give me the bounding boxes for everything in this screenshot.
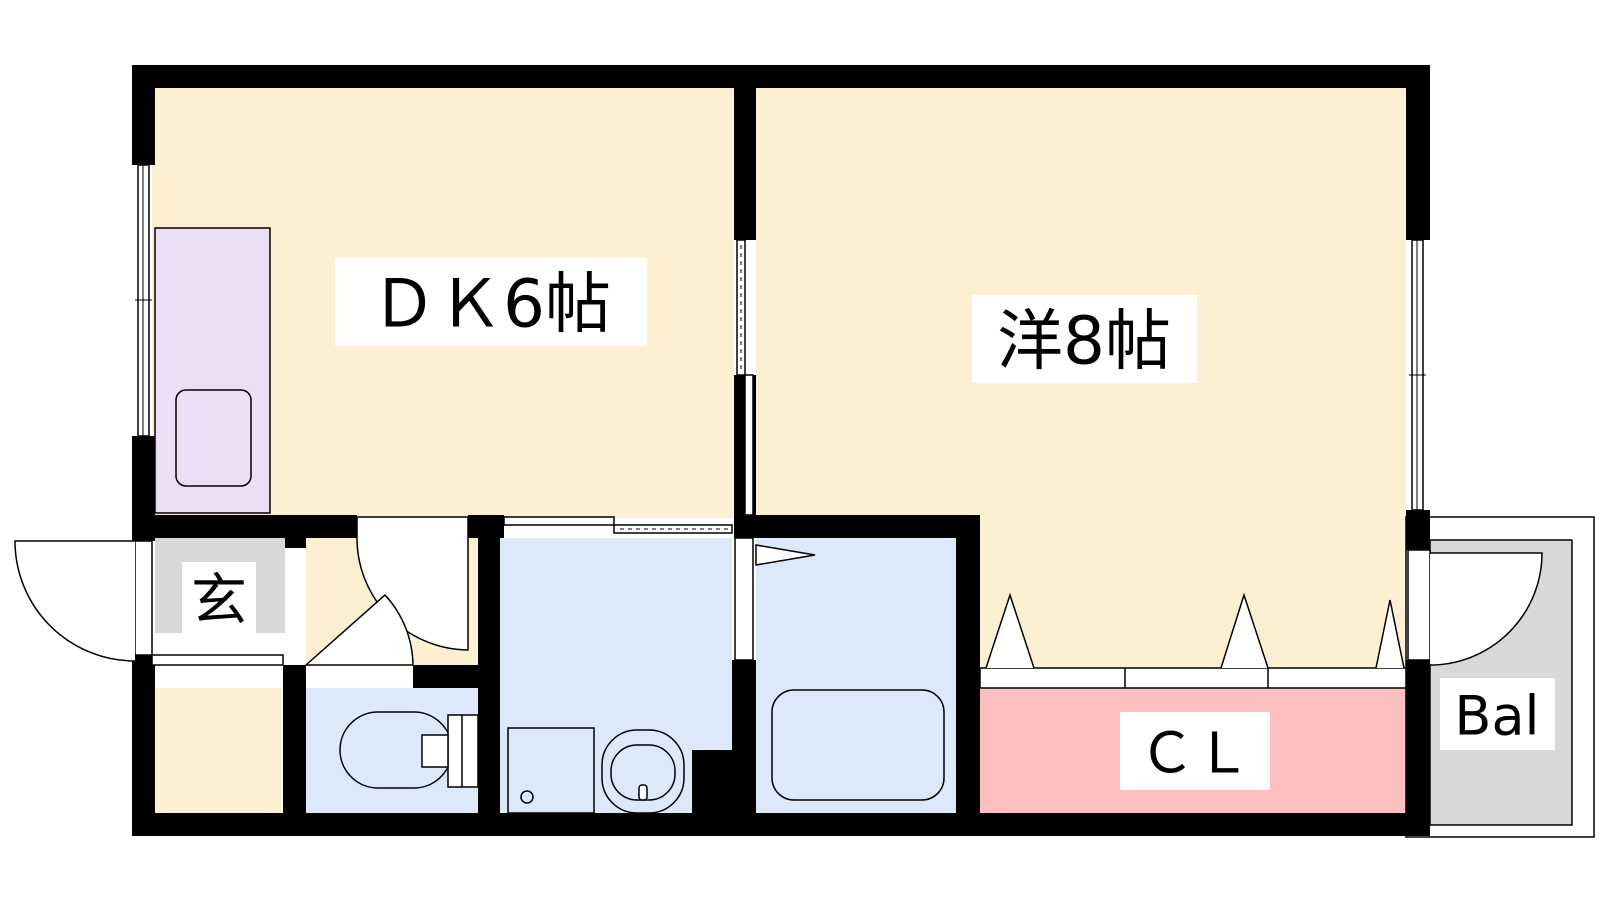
wall-toilet-west — [283, 665, 306, 836]
wall-top — [132, 65, 1430, 88]
wall-right-mid — [1406, 510, 1430, 550]
balcony-label: Bal — [1454, 685, 1539, 748]
hall-floor — [152, 688, 282, 813]
wall-left-lower — [132, 655, 155, 836]
wall-bottom — [132, 813, 1430, 836]
wall-dk-south-left — [132, 515, 357, 538]
wall-bath-east — [956, 515, 980, 836]
bathtub-icon — [771, 689, 945, 801]
wall-left-upper — [132, 65, 155, 165]
entrance-label: 玄 — [191, 569, 247, 634]
kitchen-counter — [154, 227, 271, 514]
bathroom-floor — [756, 538, 956, 813]
closet-label: ＣＬ — [1139, 722, 1251, 787]
wall-dk-western-upper — [734, 65, 756, 240]
toilet-icon — [339, 711, 479, 789]
western-room-label: 洋8帖 — [997, 303, 1171, 380]
wall-entrance-east — [285, 538, 306, 548]
wall-left-mid — [132, 436, 155, 541]
wall-corridor-east — [478, 515, 500, 836]
door-frame-balcony — [1407, 549, 1431, 661]
bath-door-marker — [755, 544, 816, 566]
closet-door-2 — [1220, 592, 1269, 669]
washing-machine-space — [507, 727, 595, 814]
dk-label-bg — [335, 258, 647, 346]
closet-door-track — [979, 667, 1407, 689]
western-room-label-bg — [972, 295, 1197, 383]
kitchen-sink-icon — [175, 389, 252, 487]
window-left — [135, 164, 152, 437]
sliding-door-dk-western — [736, 239, 754, 516]
closet-door-3 — [1375, 599, 1405, 669]
closet-label-bg — [1120, 712, 1270, 790]
toilet-door-swing — [304, 593, 414, 666]
entrance-label-bg — [182, 562, 256, 636]
wall-right-lower — [1406, 660, 1430, 836]
wall-bath-north — [734, 515, 980, 538]
entrance-door-swing — [14, 540, 136, 662]
balcony-label-bg — [1440, 678, 1555, 750]
door-frame-bath — [734, 537, 754, 661]
wash-basin-icon — [601, 729, 685, 814]
balcony-door-swing — [1429, 552, 1543, 666]
wall-toilet-north-right — [413, 665, 478, 688]
sliding-door-washroom — [503, 516, 733, 534]
dk-label: ＤＫ6帖 — [371, 266, 611, 343]
wall-entrance-south — [151, 654, 284, 666]
closet-door-1 — [985, 592, 1035, 669]
drain-icon — [520, 790, 534, 804]
wall-right-upper — [1406, 65, 1430, 240]
window-right — [1409, 239, 1426, 511]
wall-wash-east — [732, 660, 756, 836]
door-frame-left — [134, 540, 153, 656]
wall-wash-stub — [692, 750, 732, 813]
